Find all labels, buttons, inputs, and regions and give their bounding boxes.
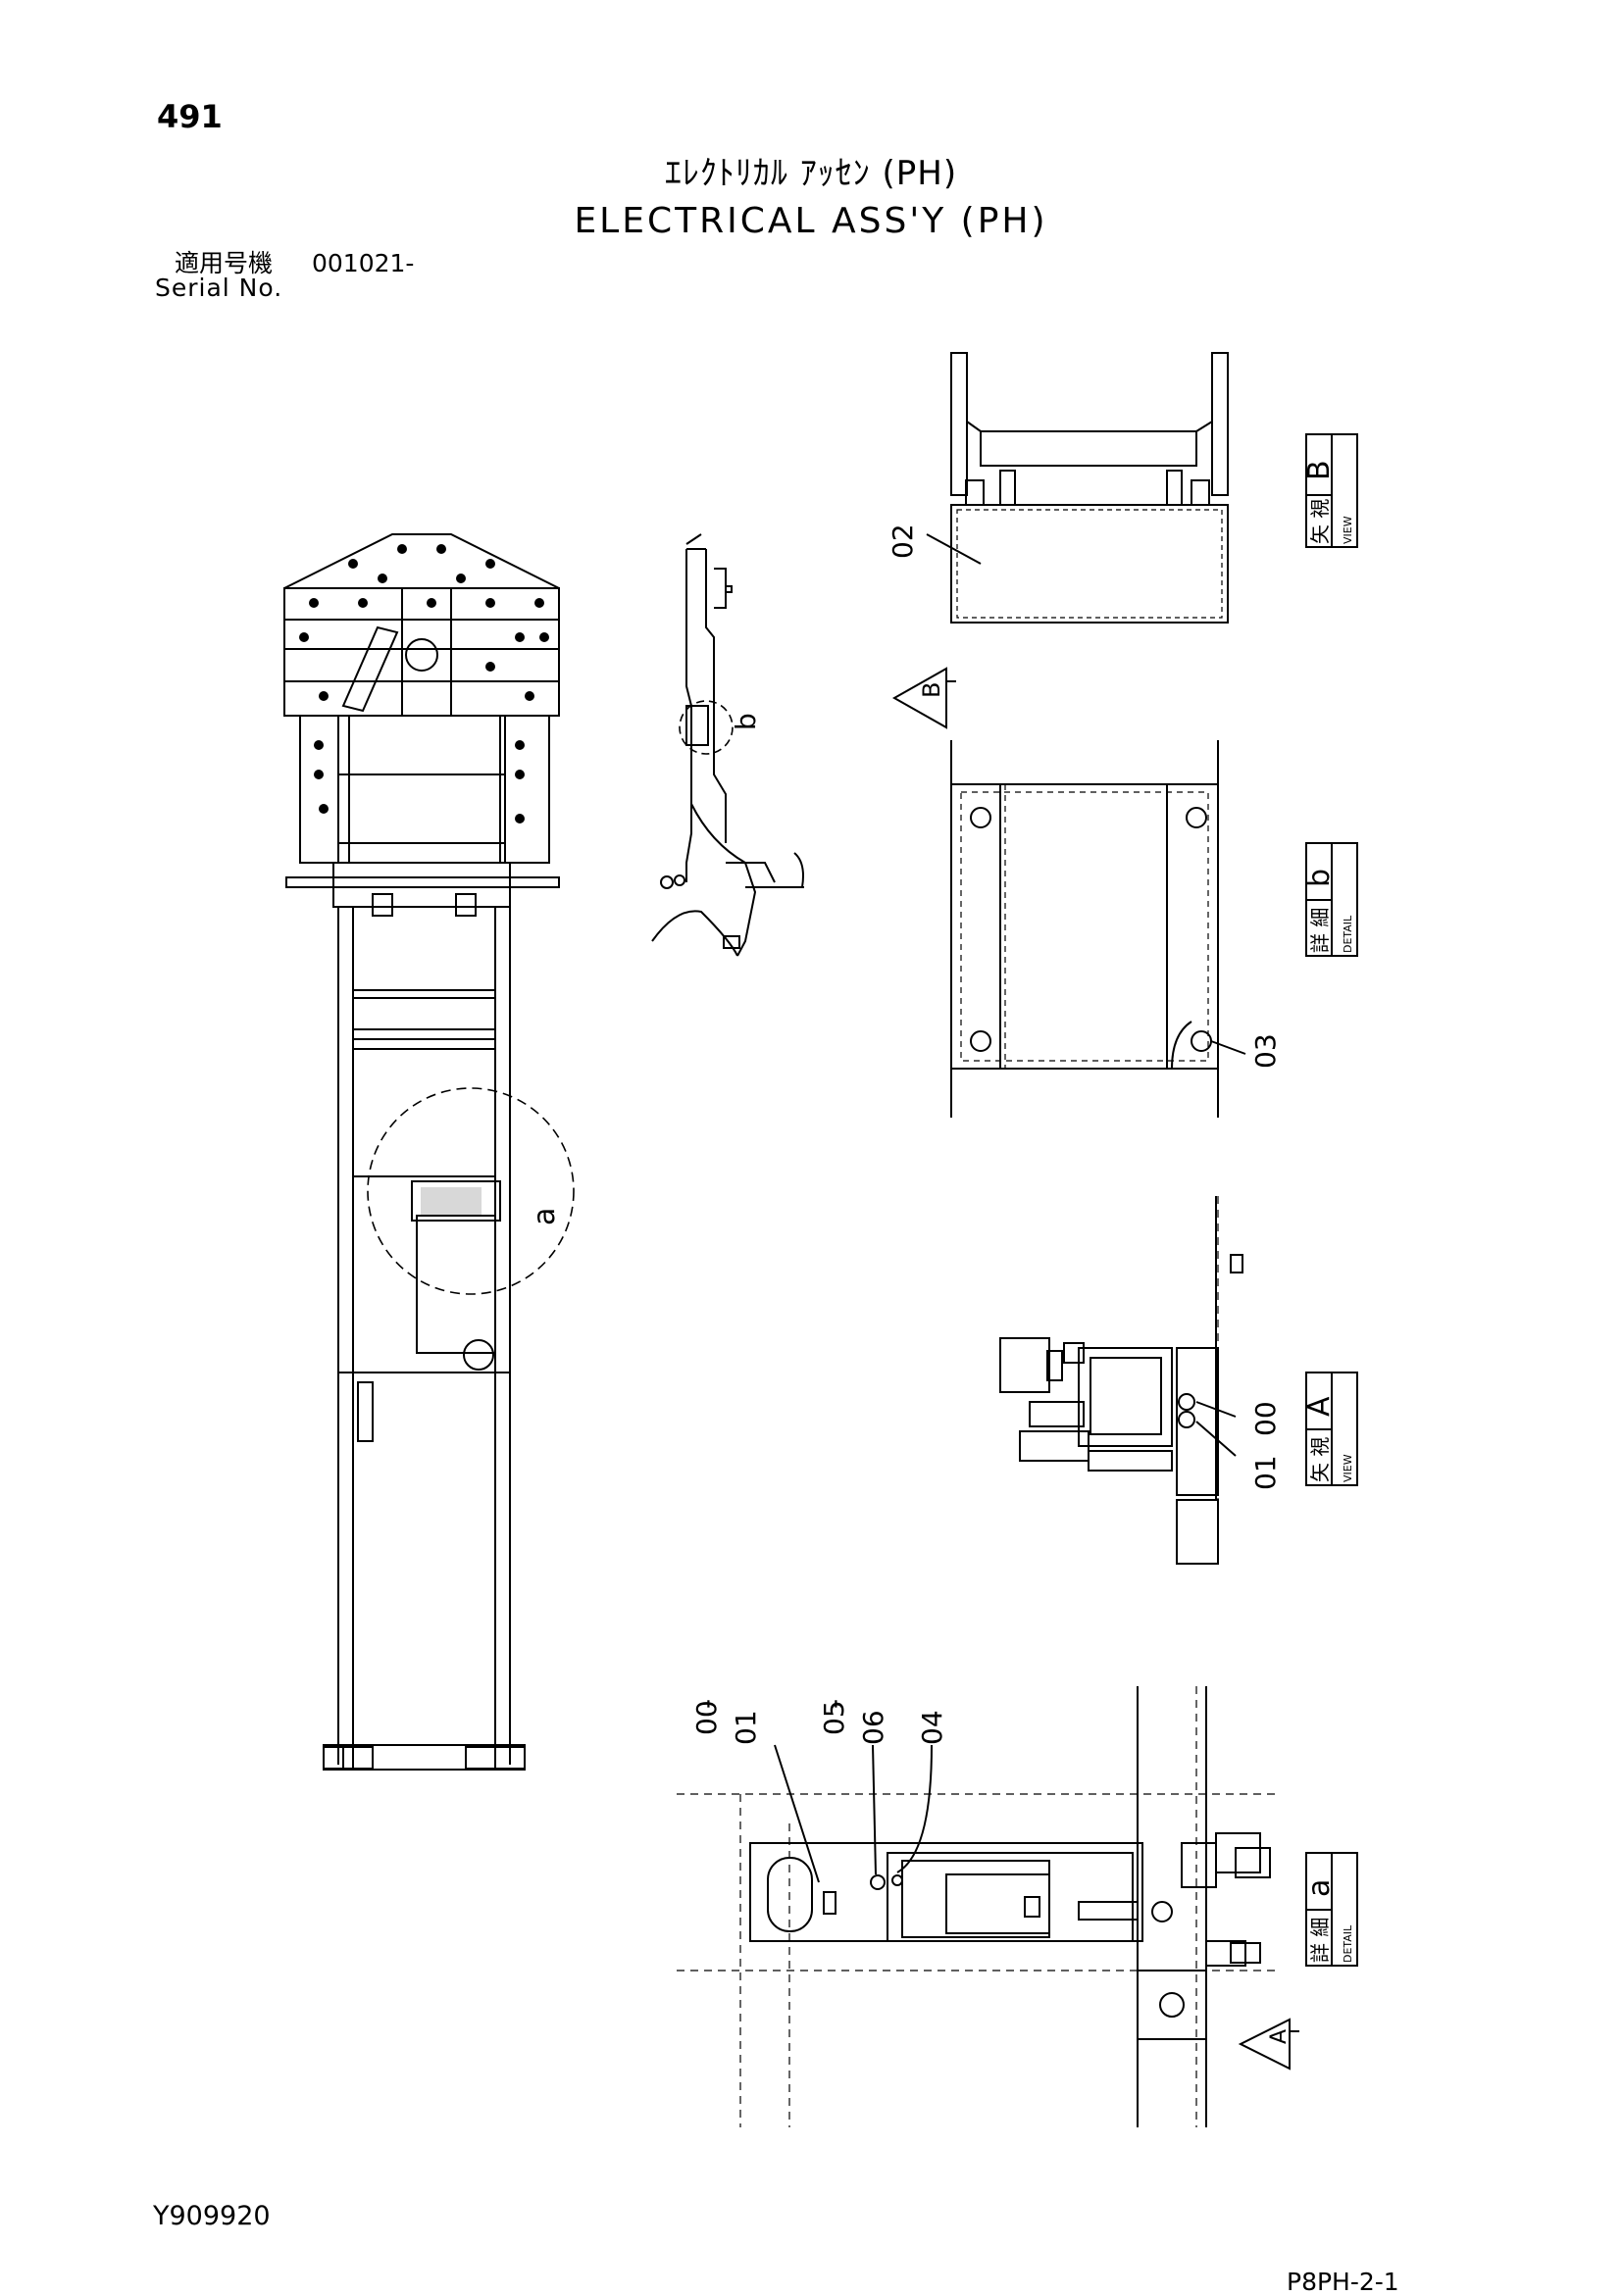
detail-a-circle-label: a bbox=[528, 1208, 562, 1225]
detail-a-kanji: 詳 細 bbox=[1308, 1918, 1332, 1963]
fastener-dots bbox=[299, 544, 549, 824]
page-number: 491 bbox=[157, 98, 223, 135]
callout-dash-1: - bbox=[690, 1699, 723, 1709]
callout-00-detail-a: 00 bbox=[690, 1700, 723, 1735]
view-a-label bbox=[1305, 1372, 1358, 1486]
view-b-label bbox=[1305, 433, 1358, 548]
callout-01-view-a: 01 bbox=[1249, 1455, 1282, 1490]
arrow-marker-b bbox=[891, 667, 956, 729]
serial-value: 001021- bbox=[312, 249, 415, 277]
view-a-drawing bbox=[999, 1196, 1243, 1565]
page-code: P8PH-2-1 bbox=[1287, 2268, 1399, 2296]
callout-00-view-a: 00 bbox=[1249, 1401, 1282, 1436]
view-b-kanji: 矢 視 bbox=[1308, 499, 1332, 544]
detail-b-drawing bbox=[950, 740, 1246, 1118]
callout-03: 03 bbox=[1249, 1033, 1282, 1069]
detail-a-sub: DETAIL bbox=[1342, 1924, 1354, 1963]
detail-a-label bbox=[1305, 1852, 1358, 1967]
callout-06: 06 bbox=[857, 1710, 889, 1745]
detail-b-kanji: 詳 細 bbox=[1308, 908, 1332, 953]
document-code: Y909920 bbox=[153, 2201, 271, 2231]
view-b-sub: VIEW bbox=[1342, 516, 1354, 544]
view-a-kanji: 矢 視 bbox=[1308, 1437, 1332, 1482]
arrow-marker-a bbox=[1238, 2018, 1299, 2071]
view-b-letter: B bbox=[1302, 460, 1337, 480]
view-b-drawing bbox=[926, 352, 1229, 624]
callout-04: 04 bbox=[916, 1710, 948, 1745]
detail-b-letter: b bbox=[1302, 869, 1337, 887]
main-frame-top-view bbox=[283, 533, 575, 1771]
side-profile-view bbox=[651, 533, 804, 957]
callout-05: 05 bbox=[818, 1700, 850, 1735]
callout-dash-2: - bbox=[818, 1699, 850, 1709]
detail-b-circle-label: b bbox=[730, 713, 762, 730]
view-a-sub: VIEW bbox=[1342, 1454, 1354, 1482]
detail-a-letter: a bbox=[1302, 1879, 1337, 1897]
serial-label-japanese: 適用号機 bbox=[175, 249, 274, 277]
arrow-marker-a-letter: A bbox=[1267, 2029, 1292, 2044]
callout-01-detail-a: 01 bbox=[730, 1710, 762, 1745]
view-a-letter: A bbox=[1302, 1396, 1337, 1417]
serial-label-english: Serial No. bbox=[155, 274, 283, 302]
detail-b-label bbox=[1305, 842, 1358, 957]
callout-02: 02 bbox=[887, 524, 919, 559]
title-japanese: ｴﾚｸﾄﾘｶﾙ ｱｯｾﾝ (PH) bbox=[664, 154, 958, 193]
arrow-marker-b-letter: B bbox=[918, 682, 945, 698]
detail-b-sub: DETAIL bbox=[1342, 915, 1354, 953]
title-english: ELECTRICAL ASS'Y (PH) bbox=[574, 201, 1048, 241]
detail-a-drawing bbox=[677, 1686, 1275, 2127]
